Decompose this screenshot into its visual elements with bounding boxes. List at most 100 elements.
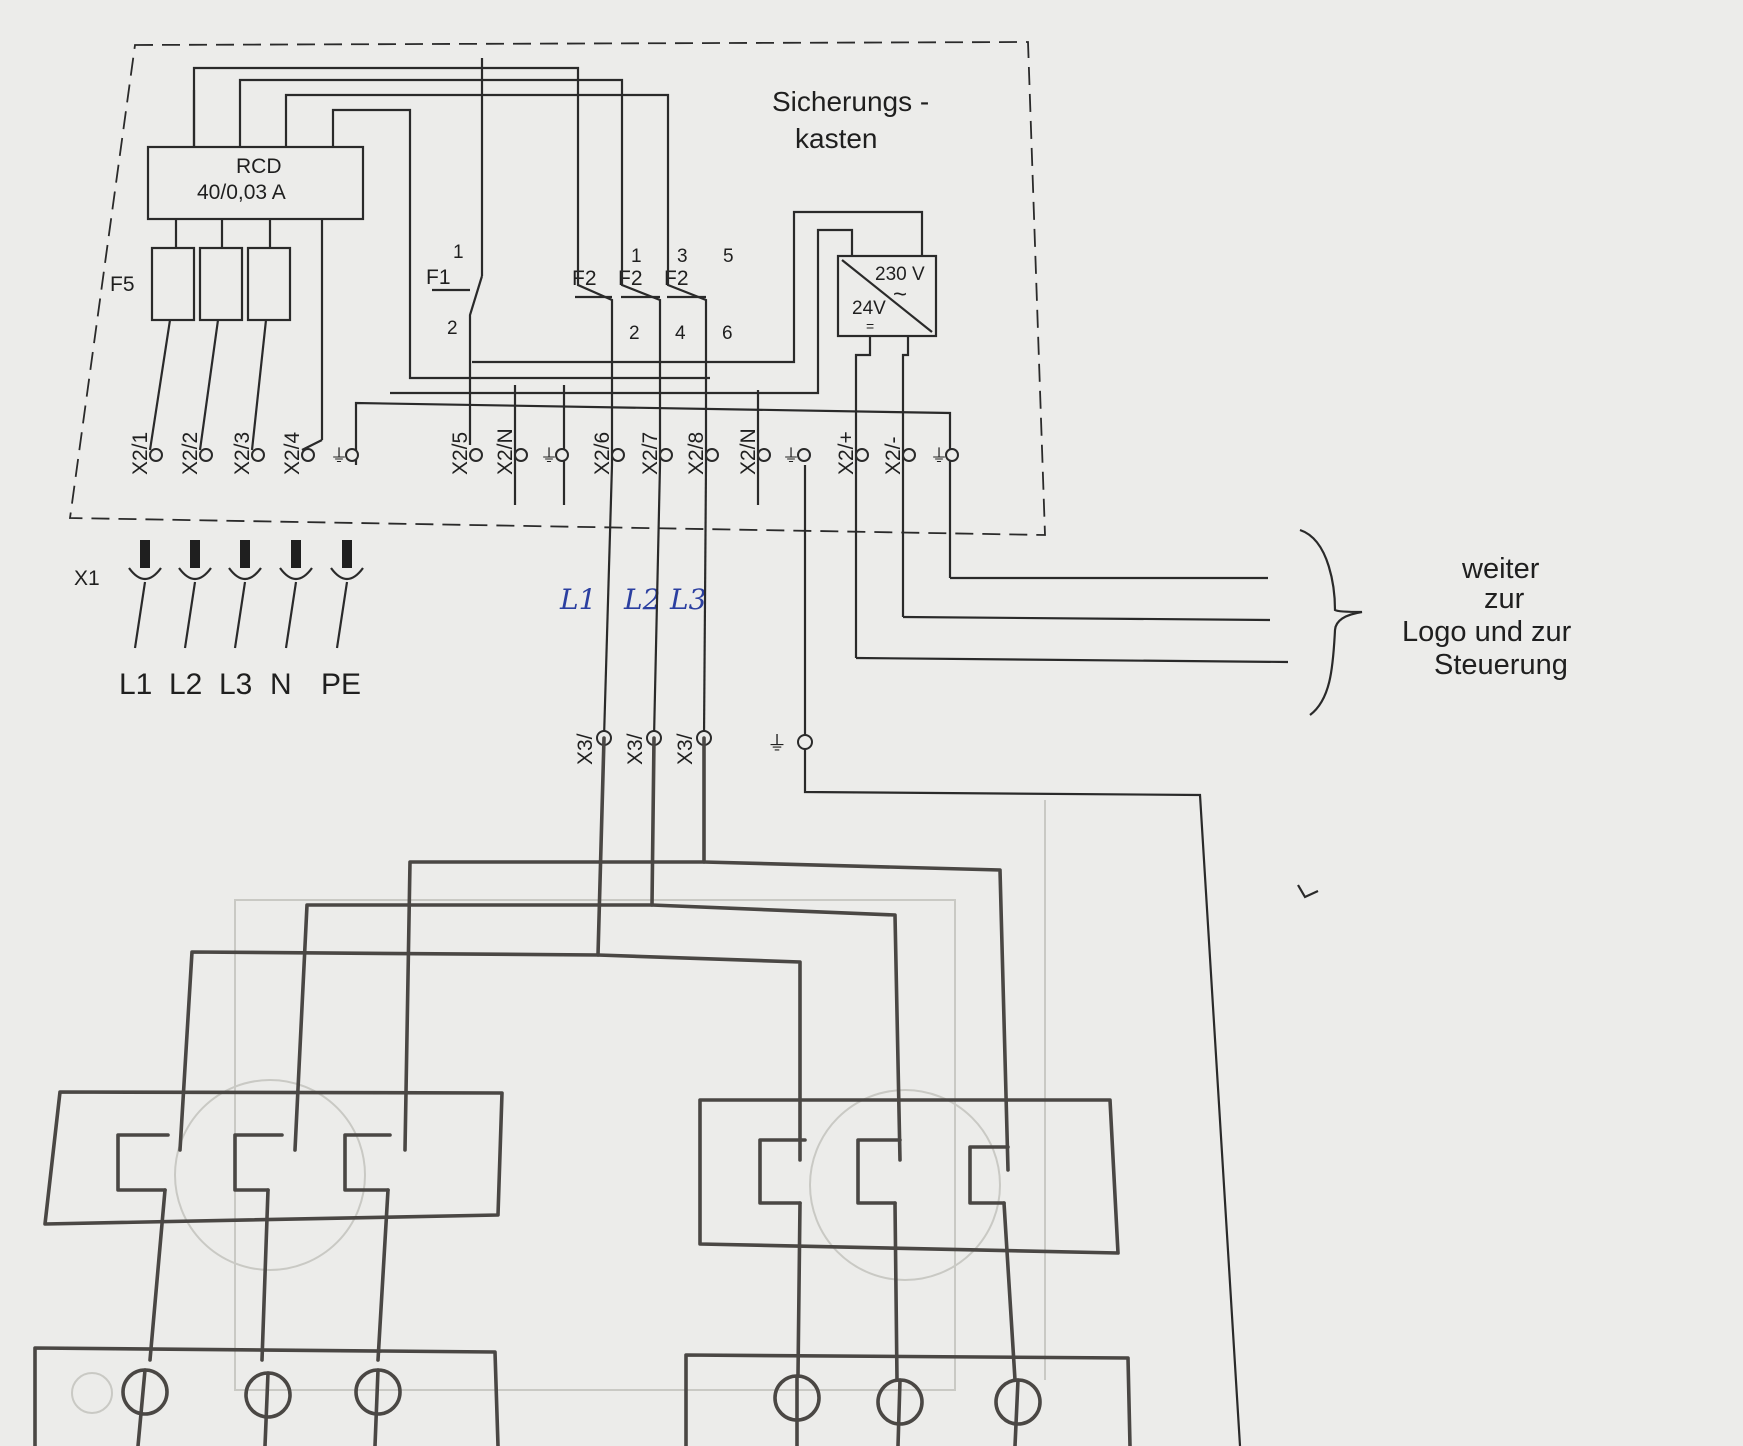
terminal-point	[757, 448, 771, 462]
x3-terminal: X3/	[574, 730, 612, 765]
earth-icon: ⏚	[330, 446, 348, 466]
mains-label: L1	[119, 668, 152, 701]
f2-pin-bottom-4: 4	[675, 323, 686, 344]
x2-terminal-label: X2/+	[835, 431, 858, 475]
f1-pin-top: 1	[453, 242, 464, 263]
earth-terminal: ⏚	[782, 446, 811, 466]
f1-breaker: F1 1 2	[426, 242, 484, 445]
f1-label: F1	[426, 266, 451, 289]
note-line-3: Logo und zur	[1402, 616, 1572, 648]
psu-output-voltage: 24V	[852, 298, 886, 319]
f2-label-2: F2	[618, 267, 643, 290]
x2-terminal: X2/N	[737, 428, 771, 475]
handwritten-phase-3: L3	[669, 583, 706, 616]
handwritten-phase-2: L2	[623, 583, 660, 616]
x2-terminal: X2/5	[449, 432, 483, 475]
fuse-box-label-line2: kasten	[795, 123, 878, 154]
x2-terminal-rail	[354, 385, 952, 505]
f2-breakers: F2 F2 F2 1 3 5 2 4 6	[572, 246, 734, 465]
terminal-point	[797, 448, 811, 462]
plug-pin	[140, 540, 150, 568]
x2-terminal: X2/6	[591, 432, 625, 475]
motor-block-left	[33, 1346, 500, 1446]
handwritten-phase-1: L1	[559, 583, 596, 616]
x1-connector: X1 L1 L2 L3 N PE	[74, 540, 364, 701]
contactor-right	[698, 1098, 1120, 1382]
motor-block-right	[684, 1353, 1132, 1446]
x2-terminal-label: X2/-	[882, 436, 905, 475]
x2-terminal-label: X2/5	[449, 432, 472, 475]
rcd-name: RCD	[236, 155, 282, 178]
power-supply: 230 V ~ 24V =	[390, 210, 938, 465]
f5-fuse-3	[246, 246, 292, 322]
earth-terminal: ⏚	[540, 446, 569, 466]
terminal-point	[705, 448, 719, 462]
mains-lead	[233, 581, 247, 649]
terminal-point	[251, 448, 265, 462]
psu-dc-symbol: =	[866, 318, 874, 334]
note-line-1: weiter	[1461, 553, 1540, 585]
f5-fuses: F5	[110, 219, 324, 451]
earth-terminal: ⏚	[930, 446, 959, 466]
terminal-point	[149, 448, 163, 462]
f2-pin-bottom-6: 6	[722, 323, 733, 344]
mains-label: N	[270, 668, 292, 701]
x2-terminal: X2/4	[281, 431, 315, 475]
fuse-box-label-line1: Sicherungs -	[772, 86, 929, 117]
x2-terminal-label: X2/8	[685, 432, 708, 475]
x2-terminal-label: X2/2	[179, 432, 202, 475]
control-note: weiter zur Logo und zur Steuerung	[1402, 553, 1572, 681]
mains-lead	[183, 581, 197, 649]
x2-terminal: X2/-	[882, 436, 916, 475]
handwritten-phase-notes: L1 L2 L3	[559, 583, 706, 616]
x1-label: X1	[74, 567, 100, 590]
plug-pin	[291, 540, 301, 568]
x2-terminal: X2/3	[231, 432, 265, 475]
x2-terminal-label: X2/N	[494, 428, 517, 475]
rcd-block: RCD 40/0,03 A	[146, 145, 365, 221]
plug-pin	[190, 540, 200, 568]
x2-terminal-label: X2/7	[639, 432, 662, 475]
x3-terminal: X3/	[624, 730, 662, 765]
earth-icon: ⏚	[540, 446, 558, 466]
earth-icon: ⏚	[930, 446, 948, 466]
x2-terminal: X2/7	[639, 432, 673, 475]
x1-plug: PE	[321, 540, 364, 701]
x1-plug: L1	[119, 540, 162, 701]
mains-lead	[284, 581, 298, 649]
x3-output-wiring	[602, 464, 1289, 1446]
x2-terminals: X2/1 X2/2 X2/3 X2/4 X2/5 X2/N X2/6 X2/7 X2/8 X2/N…	[129, 428, 959, 475]
f2-pin-top-3: 3	[677, 246, 688, 267]
f2-pin-top-1: 1	[631, 246, 642, 267]
f2-label-1: F2	[572, 267, 597, 290]
terminal-point	[345, 448, 359, 462]
x3-earth-terminal: ⏚	[767, 733, 813, 755]
x2-terminal: X2/1	[129, 432, 163, 475]
x3-terminal-label: X3/	[574, 733, 597, 765]
x2-terminal: X2/N	[494, 428, 528, 475]
terminal-point	[659, 448, 673, 462]
terminal-point	[797, 734, 813, 750]
note-line-4: Steuerung	[1434, 649, 1568, 681]
terminal-point	[555, 448, 569, 462]
earth-icon: ⏚	[767, 733, 787, 755]
x1-plug: N	[270, 540, 313, 701]
f2-label-3: F2	[664, 267, 689, 290]
faint-pencil-traces	[174, 800, 1046, 1391]
mains-label: L3	[219, 668, 252, 701]
x2-terminal-label: X2/6	[591, 432, 614, 475]
x2-terminal-label: X2/1	[129, 432, 152, 475]
plug-socket	[330, 567, 364, 581]
note-brace	[1299, 528, 1363, 716]
pencil-bus-lines	[178, 736, 1010, 1172]
x2-terminal: X2/8	[685, 432, 719, 475]
pencil-tick-mark	[1297, 884, 1319, 899]
contactor-left	[43, 1090, 504, 1362]
plug-pin	[240, 540, 250, 568]
terminal-point	[611, 448, 625, 462]
psu-input-voltage: 230 V	[875, 264, 925, 285]
f5-label: F5	[110, 273, 135, 296]
mains-label: L2	[169, 668, 202, 701]
terminal-point	[855, 448, 869, 462]
x2-terminal-label: X2/3	[231, 432, 254, 475]
